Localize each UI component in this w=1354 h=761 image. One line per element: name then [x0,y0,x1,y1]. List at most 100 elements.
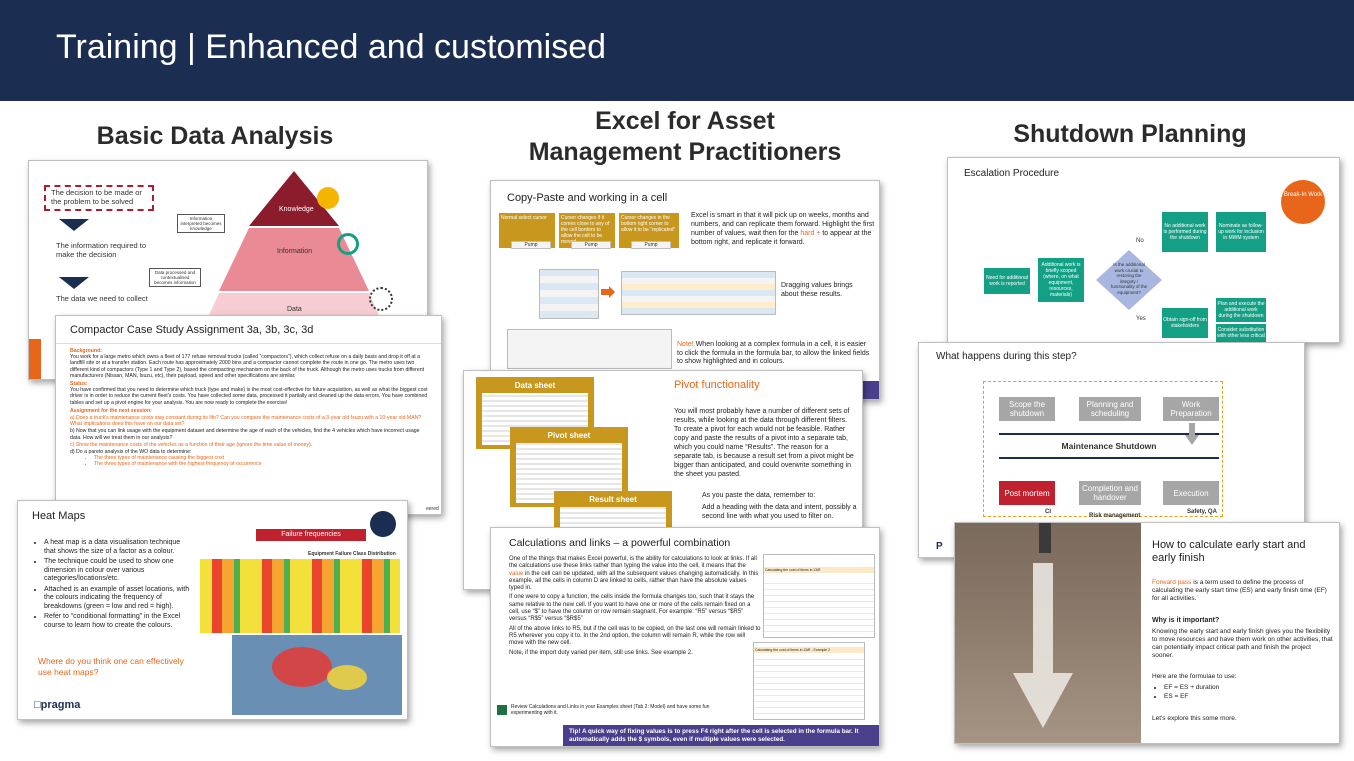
note-text: When looking at a complex formula in a c… [677,341,870,365]
down-arrow-icon [1185,423,1199,445]
heat-table-title: Equipment Failure Class Distribution [308,551,396,557]
decision-text: The decision to be made or the problem t… [51,188,142,206]
flow-step-no-work: No additional work is performed during t… [1162,212,1208,252]
step-completion: Completion and handover [1079,481,1141,505]
replicate-grid [539,269,599,319]
heat-map-image [232,635,402,715]
slide-title: Heat Maps [32,510,86,522]
pivot-sheet-label: Pivot sheet [547,431,591,440]
calc-para-1b: in the cell can be updated, with all the… [509,570,759,592]
main-label: Maintenance Shutdown [1061,441,1157,451]
pragma-logo-text: pragma [40,699,81,711]
why-heading: Why is it important? [1152,617,1220,624]
step-preparation: Work Preparation [1163,397,1219,421]
excel-sheet-1: Calculating the cost of items in ZAR [763,554,875,638]
label-ci: CI [1045,509,1051,515]
box-information: Data processed and contextualised become… [149,268,201,287]
slide-calculations[interactable]: Calculations and links – a powerful comb… [490,527,880,747]
pivot-text-2: As you paste the data, remember to: [702,492,816,499]
background-heading: Background: [70,348,102,354]
data-sheet-label: Data sheet [514,381,556,390]
page-title: Training | Enhanced and customised [56,28,607,66]
pump-cell: Pump [571,241,611,249]
flow-step-plan-execute: Plan and execute the additional work dur… [1216,298,1266,322]
sheet-title: Calculating the cost of items in ZAR [764,567,874,573]
status-heading: Status: [70,381,88,388]
result-sheet-label: Result sheet [589,495,637,504]
slide-title: Pivot functionality [674,379,760,391]
data-needed-text: The data we need to collect [56,294,148,303]
label-risk: Risk management [1089,513,1141,519]
decision-box [44,185,154,211]
team-logo-icon [370,511,396,537]
main-line-bottom [999,457,1219,459]
dragging-text: Dragging values brings about these resul… [781,282,853,298]
column-title-right: Shutdown Planning [1013,120,1247,148]
pragma-logo: □pragma [34,699,81,711]
step-planning: Planning and scheduling [1079,397,1141,421]
slide-escalation[interactable]: Escalation Procedure Break-In Work Need … [947,157,1340,343]
flow-decision-text: Is the additional work crucial to restor… [1110,262,1148,295]
orange-accent [29,339,41,379]
forward-pass-text: is a term used to define the process of … [1152,579,1327,602]
break-in-badge: Break-In Work [1281,180,1325,224]
copy-text-2: to appear at the bottom right, and repli… [691,230,872,246]
slide-case-study[interactable]: Compactor Case Study Assignment 3a, 3b, … [55,315,442,515]
pyramid-data: Data [287,306,302,313]
formulae-heading: Here are the formulae to use: [1152,673,1237,680]
right-arrow-icon [601,286,615,298]
flow-step-reported: Need for additional work is reported [984,268,1030,294]
step-post-mortem: Post mortem [999,481,1055,505]
heat-bullet: A heat map is a data visualisation techn… [44,539,192,556]
flow-step-sign-off: Obtain sign-off from stakeholders [1162,308,1208,338]
down-arrow-icon [59,219,89,231]
pyramid-information: Information [277,248,313,255]
slide-footer: eered [426,506,439,512]
down-arrow-icon [59,277,89,289]
background-text: You work for a large metro which owns a … [70,354,425,379]
road-arrow-photo [955,523,1141,743]
info-required-text: The information required to make the dec… [56,241,147,259]
slide-title: How to calculate early start and early f… [1152,539,1306,564]
heat-bullet: Refer to “conditional formatting” in the… [44,613,192,630]
cursor-box-move: Cursor changes if it comes close to any … [559,213,615,248]
result-grid [621,271,776,315]
pivot-text: You will most probably have a number of … [674,408,854,478]
slide-title: Compactor Case Study Assignment 3a, 3b, … [70,324,314,336]
copy-text: Excel is smart in that it will pick up o… [691,212,875,237]
assignment-item: c) Show the maintenance costs of the veh… [70,441,313,448]
pragma-logo-small: P [936,541,943,552]
slide-early-start[interactable]: How to calculate early start and early f… [954,522,1340,744]
step-execution: Execution [1163,481,1219,505]
column-title-middle-2: Management Practitioners [528,138,842,166]
flow-label-no: No [1136,238,1144,244]
slide-heat-maps[interactable]: Heat Maps A heat map is a data visualisa… [17,500,408,720]
pump-cell: Pump [631,241,671,249]
formula-item: ES = EF [1164,692,1219,701]
pyramid-knowledge: Knowledge [279,206,314,213]
assignment-sub-item: The three types of maintenance with the … [94,461,432,467]
assignment-item: b) Now that you can link usage with the … [70,428,420,441]
formula-item: EF = ES + duration [1164,683,1219,692]
heat-bullet: The technique could be used to show one … [44,558,192,584]
slide-title: Copy-Paste and working in a cell [507,192,668,204]
assignment-sub-item: The three types of maintenance causing t… [94,455,432,461]
calc-para-2: If one were to copy a function, the cell… [509,594,755,623]
heat-table [200,559,400,633]
pump-cell: Pump [511,241,551,249]
sheet-title: Calculating the cost of items in ZAR - E… [754,647,864,653]
assignment-heading: Assignment for the next session: [70,407,152,414]
flow-step-follow-up: Nominate as follow-up work for inclusion… [1216,212,1266,252]
calc-para-4: Note, if the import duty varied per item… [509,649,693,656]
calc-para-3: All of the above links to R5, but if the… [509,625,761,647]
slide-copy-paste[interactable]: Copy-Paste and working in a cell Normal … [490,180,880,400]
flow-label-yes: Yes [1136,316,1146,322]
hard-plus-text: hard + [800,230,821,237]
status-text: You have confirmed that you need to dete… [70,387,428,406]
formula-screenshot [507,329,672,369]
main-line-top [999,433,1219,435]
column-title-left: Basic Data Analysis [96,122,334,150]
forward-pass-label: Forward pass [1152,579,1192,586]
step-scope: Scope the shutdown [999,397,1055,421]
pivot-text-3: Add a heading with the data and intent, … [702,504,857,520]
